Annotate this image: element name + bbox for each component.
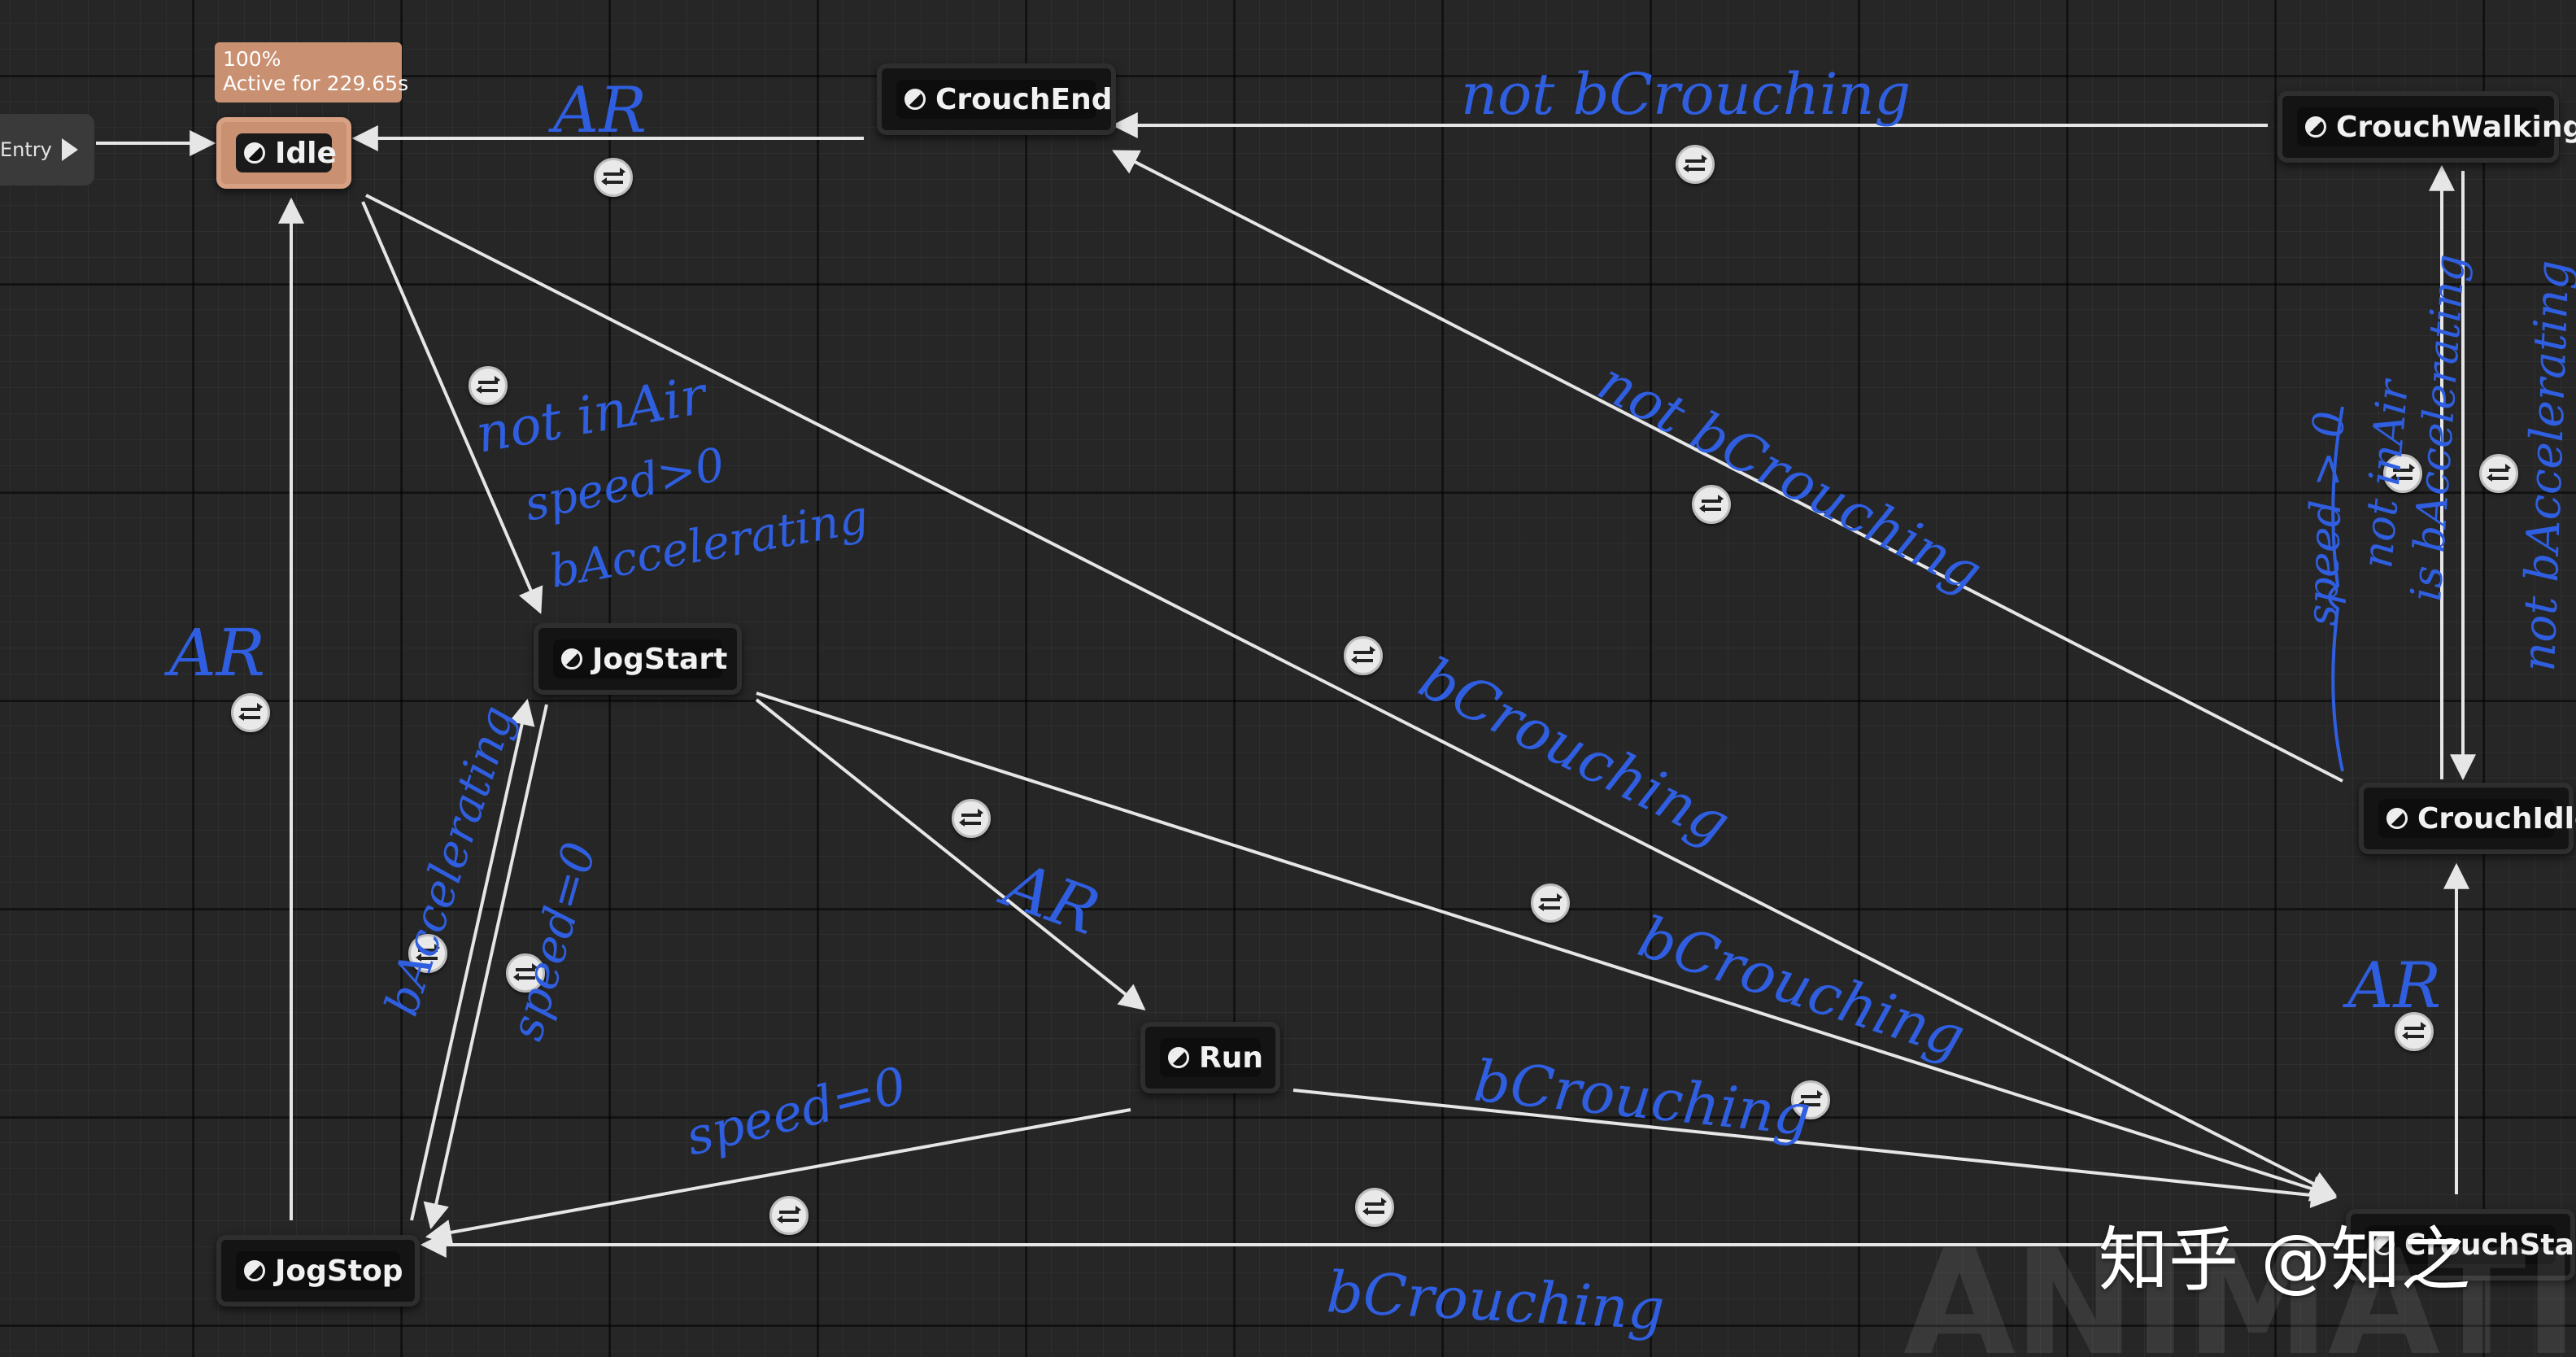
edge-jogstop-jogstart <box>410 698 535 1221</box>
state-label: CrouchStart <box>2404 1228 2576 1262</box>
state-label: CrouchEnd <box>935 82 1113 116</box>
state-crouch-idle[interactable]: CrouchIdle <box>2359 783 2576 854</box>
state-label: JogStop <box>275 1254 403 1288</box>
transition-arrows-icon[interactable] <box>408 934 447 973</box>
state-idle[interactable]: Idle <box>216 117 351 189</box>
edge-idle-crouchstart <box>365 194 2337 1196</box>
annotation-bcrouching: bCrouching <box>1471 1047 1814 1149</box>
play-icon <box>61 138 78 161</box>
tooltip-active-time: Active for 229.65s <box>223 72 409 95</box>
annotation-bcrouching: bCrouching <box>1409 644 1741 857</box>
state-crouch-walking[interactable]: CrouchWalking <box>2277 91 2576 163</box>
edge-jogstart-crouchstart <box>756 692 2338 1202</box>
transition-arrows-icon[interactable] <box>1344 636 1383 675</box>
transition-arrows-icon[interactable] <box>1791 1080 1830 1119</box>
transition-arrows-icon[interactable] <box>2479 454 2518 493</box>
transition-arrows-icon[interactable] <box>1692 485 1731 524</box>
state-label: CrouchIdle <box>2417 801 2576 836</box>
zhihu-watermark: 知乎 @知之 <box>2099 1220 2471 1301</box>
annotation-ar: AR <box>548 74 647 147</box>
annotation-not-bcrouching: not bCrouching <box>1588 350 1992 604</box>
state-label: Run <box>1199 1041 1263 1075</box>
annotation-speed-eq-0: speed=0 <box>500 836 607 1046</box>
annotation-speed-eq-0: speed=0 <box>680 1055 912 1167</box>
annotation-baccelerating: bAccelerating <box>375 700 525 1022</box>
annotation-not-bcrouching: not bCrouching <box>1461 61 1911 128</box>
state-label: JogStart <box>592 642 728 676</box>
annotation-ar: AR <box>163 615 265 691</box>
transition-arrows-icon[interactable] <box>769 1196 809 1235</box>
transition-arrows-icon[interactable] <box>1531 884 1570 923</box>
state-jog-start[interactable]: JogStart <box>534 623 742 695</box>
transition-arrows-icon[interactable] <box>2383 454 2422 493</box>
transition-arrows-icon[interactable] <box>952 799 991 838</box>
state-crouch-end[interactable]: CrouchEnd <box>877 63 1116 135</box>
annotation-speed-gt-0: speed > 0 <box>2298 410 2354 626</box>
transition-arrows-icon[interactable] <box>231 693 270 732</box>
transition-arrows-icon[interactable] <box>469 366 508 405</box>
edge-crouchidle-crouchend <box>1112 150 2343 783</box>
entry-node[interactable]: Entry <box>0 114 94 185</box>
state-crouch-start[interactable]: CrouchStart <box>2346 1209 2576 1281</box>
transition-arrows-icon[interactable] <box>594 158 633 197</box>
annotation-bcrouching: bCrouching <box>1325 1259 1666 1343</box>
edge-run-jogstop <box>425 1108 1131 1246</box>
state-run[interactable]: Run <box>1140 1022 1280 1093</box>
state-label: Idle <box>275 136 337 170</box>
animation-watermark: ANIMATION <box>1903 1219 2576 1357</box>
annotation-ar: AR <box>2343 949 2441 1023</box>
state-jog-stop[interactable]: JogStop <box>216 1235 420 1307</box>
transition-arrows-icon[interactable] <box>1355 1188 1394 1227</box>
active-state-tooltip: 100% Active for 229.65s <box>215 42 409 103</box>
transition-arrows-icon[interactable] <box>2395 1012 2434 1051</box>
state-label: CrouchWalking <box>2336 110 2576 144</box>
transition-arrows-icon[interactable] <box>1676 145 1715 184</box>
edge-idle-jogstart <box>361 201 543 614</box>
annotation-brace <box>2328 406 2344 772</box>
annotation-bcrouching: bCrouching <box>1631 903 1973 1071</box>
entry-label: Entry <box>0 138 52 161</box>
annotation-not-baccelerating: not bAccelerating <box>2513 260 2576 673</box>
tooltip-weight: 100% <box>223 47 281 71</box>
annotation-ar: AR <box>991 847 1109 949</box>
edge-run-crouchstart <box>1292 1089 2338 1208</box>
transition-arrows-icon[interactable] <box>506 953 545 993</box>
edge-jogstart-jogstop <box>423 704 548 1230</box>
edge-jogstart-run <box>755 698 1146 1010</box>
